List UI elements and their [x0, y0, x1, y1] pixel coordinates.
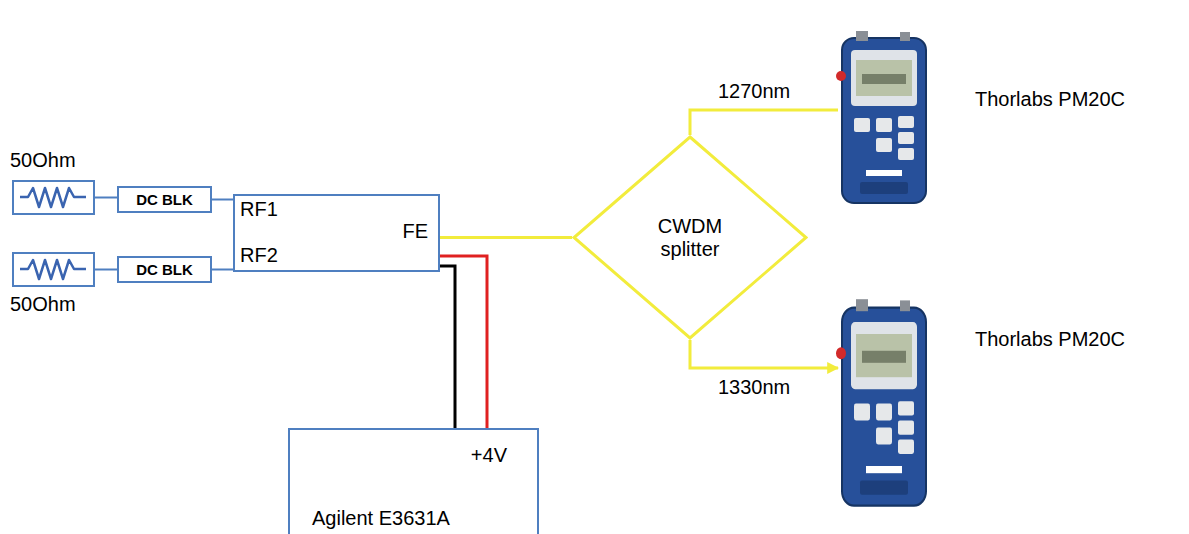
- connector: [440, 266, 455, 428]
- node-label: DC BLK: [136, 191, 193, 208]
- node-label: RF2: [240, 244, 278, 267]
- node-label: FE: [402, 220, 428, 243]
- power-meter: Thorlabs PM20C: [838, 30, 930, 205]
- power-meter-illustration: [836, 31, 926, 203]
- node-label: RF1: [240, 198, 278, 221]
- wavelength-label: 1330nm: [718, 376, 790, 399]
- node-label: 50Ohm: [10, 149, 76, 172]
- power-meter-illustration: [836, 299, 926, 505]
- connector: [95, 197, 117, 199]
- node-label: +4V: [471, 444, 507, 467]
- resistor-symbol: [20, 260, 86, 279]
- wavelength-label: 1270nm: [718, 80, 790, 103]
- node-label: DC BLK: [136, 261, 193, 278]
- connector: [95, 269, 117, 271]
- connector: [212, 269, 233, 271]
- connector: [440, 236, 572, 239]
- node-label: 50Ohm: [10, 293, 76, 316]
- splitter-diamond: CWDM splitter: [572, 135, 808, 340]
- node-label: Thorlabs PM20C: [975, 88, 1125, 111]
- frontend-box: RF1RF2 FE: [233, 194, 440, 272]
- power-supply-box: +4V Agilent E3631A: [288, 428, 539, 534]
- connector: [690, 340, 838, 368]
- resistor-symbol: [20, 188, 86, 207]
- diamond-shape: [574, 137, 806, 338]
- connector: [212, 199, 233, 201]
- connector: [440, 256, 487, 428]
- power-meter: Thorlabs PM20C: [838, 298, 930, 508]
- connector: [690, 110, 838, 135]
- node-label: Thorlabs PM20C: [975, 328, 1125, 351]
- node-label: CWDM splitter: [630, 215, 750, 261]
- node-label: Agilent E3631A: [312, 507, 450, 530]
- resistor-box: 50Ohm: [12, 180, 95, 215]
- resistor-box: 50Ohm: [12, 252, 95, 287]
- dc-block-box: DC BLK: [117, 186, 212, 213]
- dc-block-box: DC BLK: [117, 256, 212, 283]
